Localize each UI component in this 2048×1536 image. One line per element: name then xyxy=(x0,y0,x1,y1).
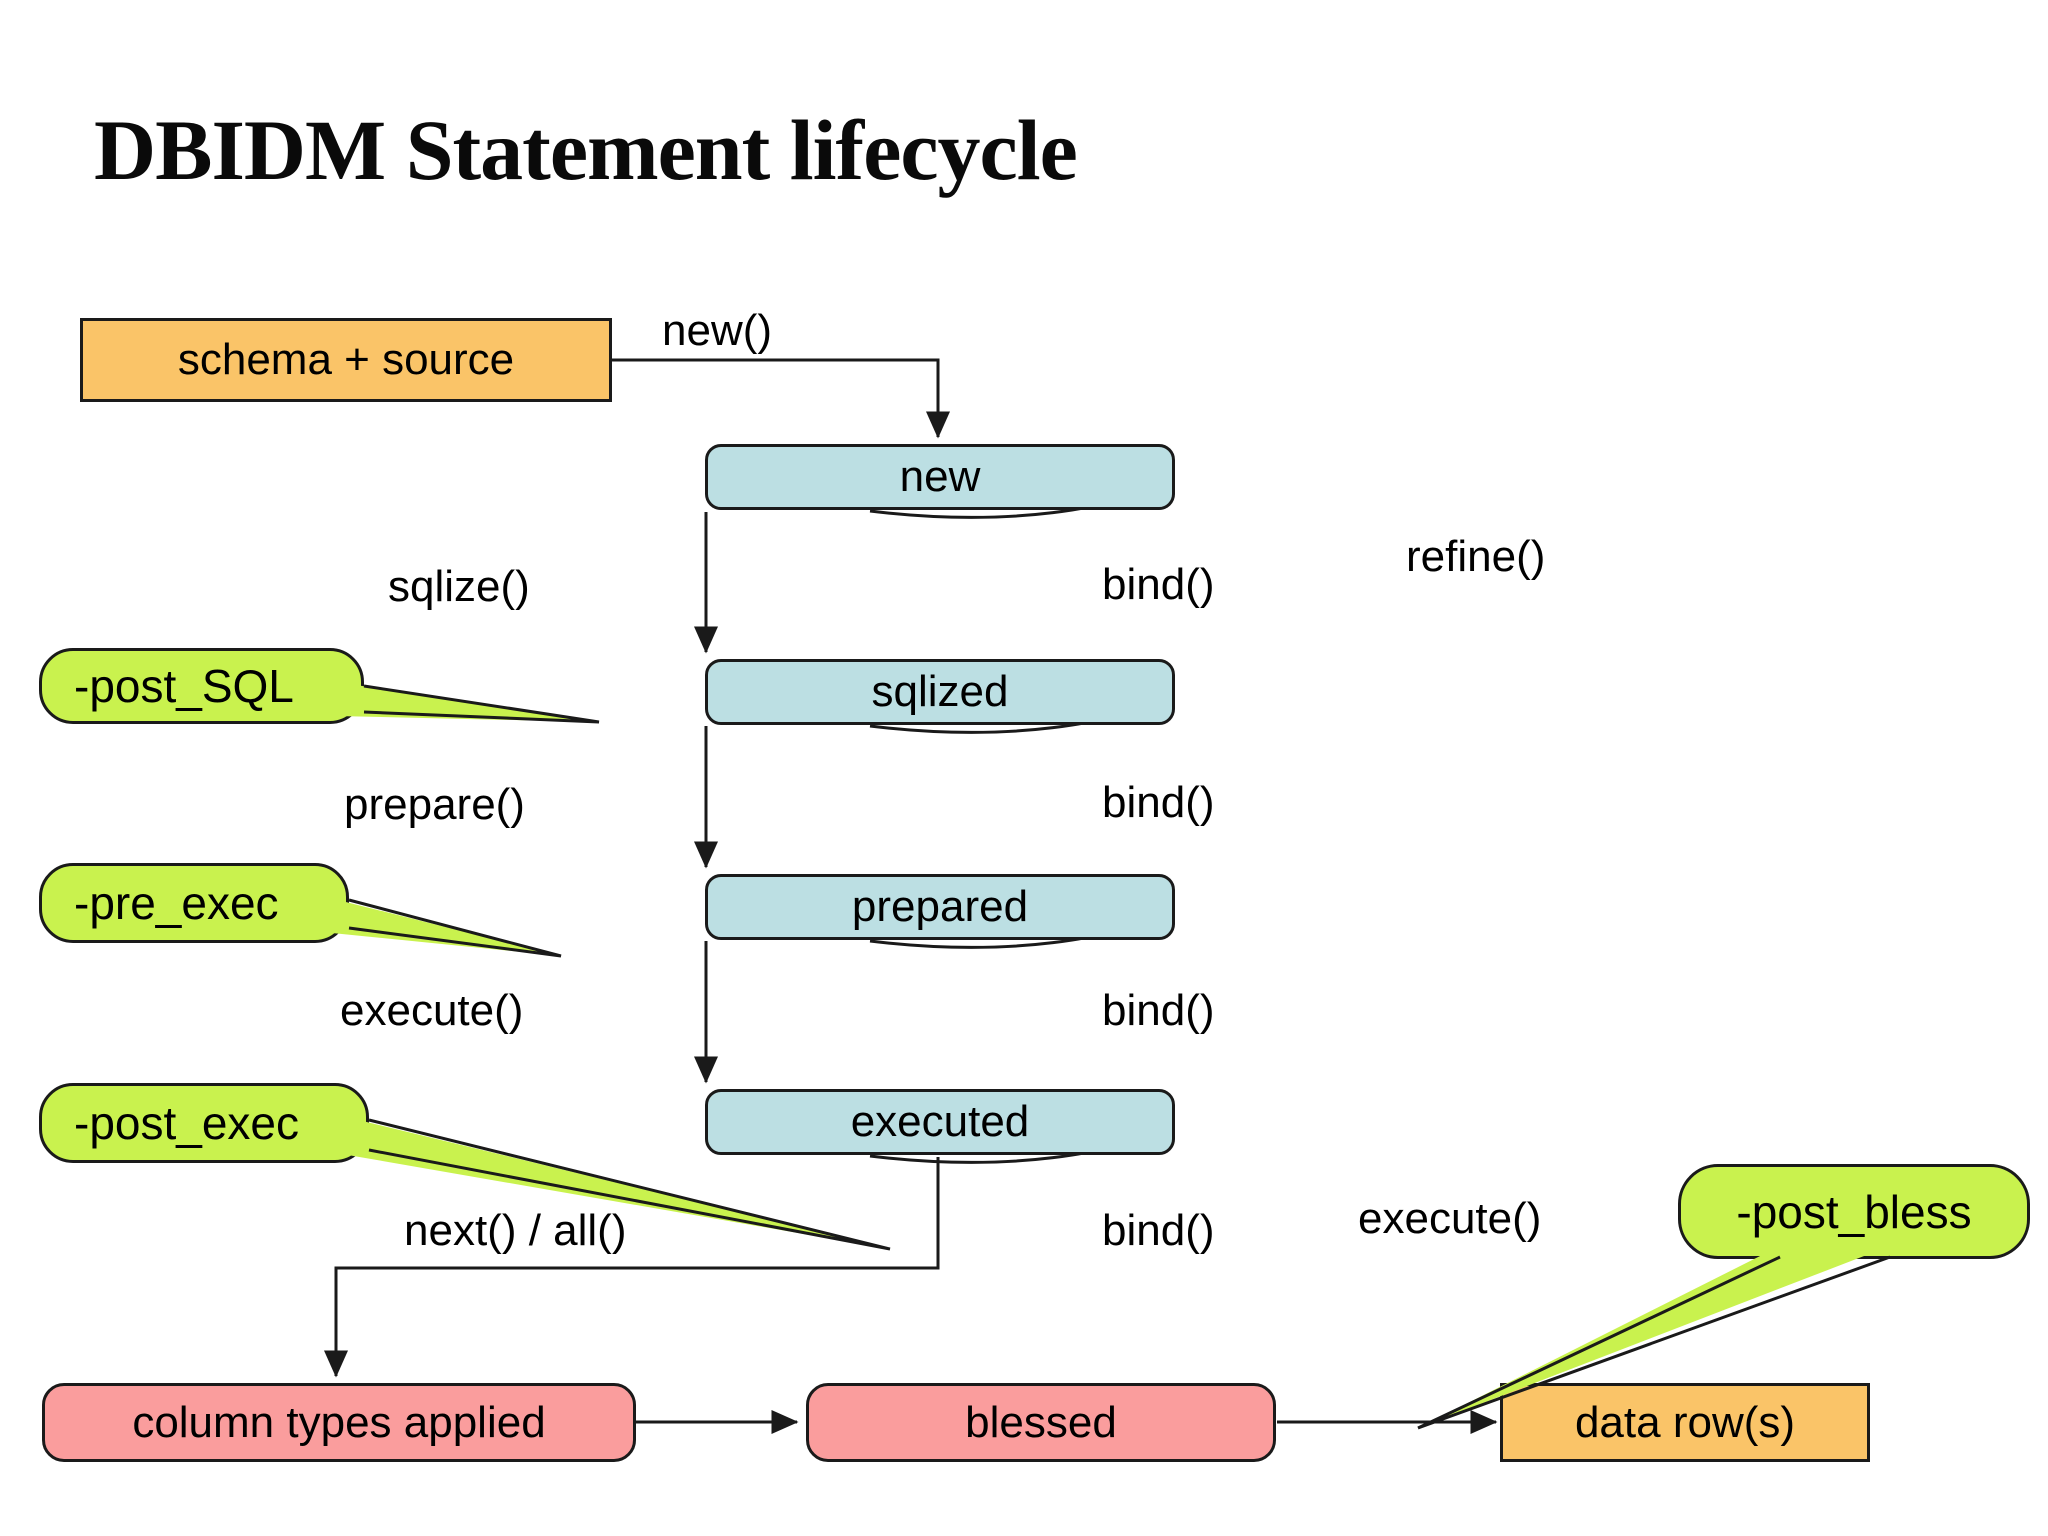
callout-post-sql-tail xyxy=(336,682,599,722)
edge-executed-to-column-types xyxy=(324,1157,940,1378)
callout-post-sql-label: -post_SQL xyxy=(74,660,294,712)
node-blessed: blessed xyxy=(806,1383,1276,1462)
callout-post-exec: -post_exec xyxy=(39,1083,369,1163)
edge-label-bind-3: bind() xyxy=(1102,986,1215,1035)
callout-pre-exec-tail-edge xyxy=(348,898,562,958)
node-blessed-label: blessed xyxy=(965,1397,1117,1447)
page-title: DBIDM Statement lifecycle xyxy=(94,102,1078,198)
edge-label-bind-2: bind() xyxy=(1102,778,1215,827)
node-state-executed-label: executed xyxy=(850,1097,1030,1146)
node-state-new-label: new xyxy=(899,452,981,501)
callout-post-bless: -post_bless xyxy=(1678,1164,2030,1259)
edge-label-refine: refine() xyxy=(1406,532,1546,581)
callout-post-bless-label: -post_bless xyxy=(1736,1185,1972,1238)
node-state-prepared: prepared xyxy=(705,874,1175,940)
callout-pre-exec-tail xyxy=(322,896,561,956)
node-data-rows-label: data row(s) xyxy=(1574,1397,1796,1447)
callout-post-exec-label: -post_exec xyxy=(74,1097,300,1149)
node-state-sqlized-label: sqlized xyxy=(871,667,1009,716)
edge-label-execute: execute() xyxy=(340,986,524,1035)
edge-schema-to-new xyxy=(612,358,950,439)
node-column-types-applied-label: column types applied xyxy=(132,1397,546,1447)
edge-label-next-all: next() / all() xyxy=(404,1206,627,1255)
edge-label-execute-bless: execute() xyxy=(1358,1194,1542,1243)
node-schema-source: schema + source xyxy=(80,318,612,402)
edge-label-new-call: new() xyxy=(662,306,773,355)
edge-label-bind-1: bind() xyxy=(1102,560,1215,609)
callout-pre-exec: -pre_exec xyxy=(39,863,349,943)
node-column-types-applied: column types applied xyxy=(42,1383,636,1462)
callout-post-sql-tail-edge xyxy=(363,684,600,724)
edge-label-bind-4: bind() xyxy=(1102,1206,1215,1255)
edge-label-sqlize: sqlize() xyxy=(388,562,530,611)
node-state-sqlized: sqlized xyxy=(705,659,1175,725)
callout-post-sql: -post_SQL xyxy=(39,648,364,724)
node-state-new: new xyxy=(705,444,1175,510)
edge-label-prepare: prepare() xyxy=(344,780,525,829)
node-schema-source-label: schema + source xyxy=(177,335,515,384)
callout-pre-exec-label: -pre_exec xyxy=(74,877,279,929)
node-state-prepared-label: prepared xyxy=(851,882,1029,931)
node-data-rows: data row(s) xyxy=(1500,1383,1870,1462)
node-state-executed: executed xyxy=(705,1089,1175,1155)
